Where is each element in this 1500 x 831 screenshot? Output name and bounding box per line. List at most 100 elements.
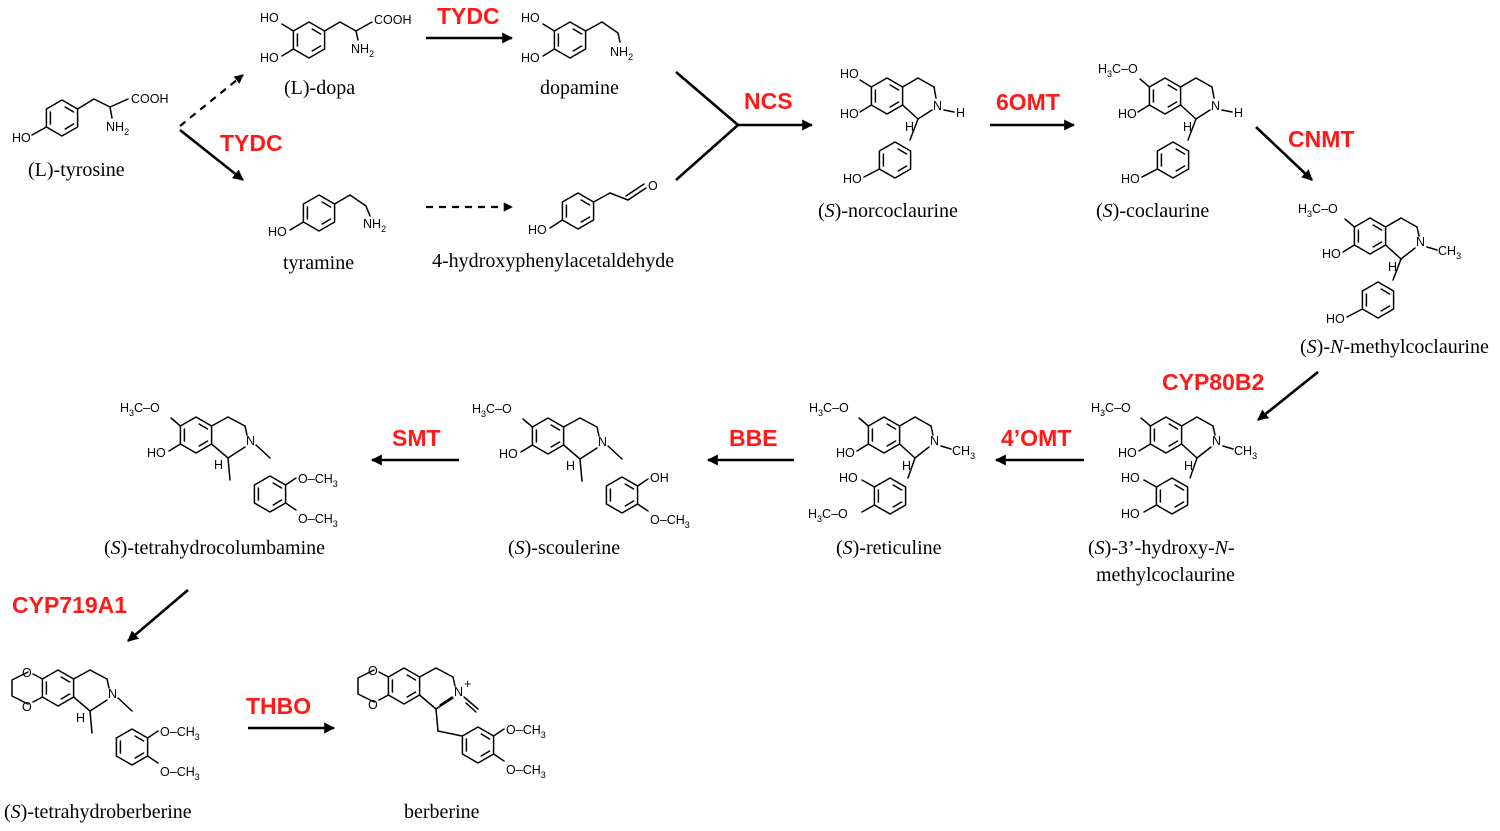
structure-tetrahydrocolumbamine: H3C–O HO N H O–CH3 O–CH3 [120, 401, 338, 529]
atom-label: O–CH3 [650, 513, 690, 530]
atom-label: HO [260, 11, 279, 25]
atom-label: N [454, 685, 463, 699]
atom-label: H3C–O [1091, 401, 1131, 418]
atom-label: HO [843, 172, 862, 186]
atom-label: O [648, 179, 658, 193]
structure-tetrahydroberberine: O O N H O–CH3 O–CH3 [11, 666, 200, 782]
enzyme-ncs: NCS [744, 88, 793, 114]
atom-label: HO [840, 67, 859, 81]
atom-label: HO [1121, 507, 1140, 521]
atom-label: HO [839, 471, 858, 485]
atom-label: HO [521, 51, 540, 65]
arrow-coclaurine-to-n-methylcoclaurine [1255, 126, 1313, 181]
atom-label: N [108, 687, 117, 701]
enzyme-4omt: 4’OMT [1001, 425, 1071, 451]
arrow-tyrosine-to-dopa [179, 74, 244, 127]
enzyme-6omt: 6OMT [996, 89, 1060, 115]
structure-berberine: O O N + O–CH3 O–CH3 [357, 664, 546, 780]
compound-name-coclaurine: (S)-coclaurine [1096, 200, 1209, 222]
enzyme-tydc-left: TYDC [220, 130, 283, 156]
atom-label: H3C–O [1298, 202, 1338, 219]
atom-label: H [76, 711, 85, 725]
atom-label: H [1183, 120, 1192, 134]
compound-name-tetrahydrocolumbamine: (S)-tetrahydrocolumbamine [104, 537, 325, 559]
arrow-n-methylcoclaurine-to-3-hydroxy [1257, 370, 1319, 422]
enzyme-bbe: BBE [729, 425, 778, 451]
atom-label: COOH [374, 13, 412, 27]
enzyme-tydc-top: TYDC [437, 3, 500, 29]
atom-label: H [214, 458, 223, 472]
atom-label: H3C–O [1098, 62, 1138, 79]
enzyme-smt: SMT [392, 425, 441, 451]
atom-label: CH3 [1438, 244, 1461, 261]
atom-label: OH [650, 471, 669, 485]
enzyme-cyp80b2: CYP80B2 [1162, 369, 1264, 395]
atom-label: HO [147, 446, 166, 460]
atom-label: HO [1121, 172, 1140, 186]
atom-label: H [1234, 106, 1243, 120]
structure-hpaa: HO O [528, 179, 658, 237]
atom-label: N [933, 99, 942, 113]
structure-tyrosine: HO COOH NH2 [12, 92, 169, 145]
structure-n-methylcoclaurine: H3C–O HO N CH3 H HO [1298, 202, 1461, 326]
atom-label: O–CH3 [298, 472, 338, 489]
atom-label: N [598, 435, 607, 449]
atom-label: HO [1118, 446, 1137, 460]
structure-reticuline: H3C–O HO N CH3 H HO H3C–O [808, 401, 975, 524]
atom-label: HO [1322, 247, 1341, 261]
atom-label: H3C–O [808, 507, 848, 524]
atom-label: NH2 [106, 120, 129, 137]
structure-3-hydroxy-n-methylcoclaurine: H3C–O HO N CH3 H HO HO [1091, 401, 1257, 521]
compound-name-dopamine: dopamine [540, 77, 619, 99]
compound-name-tyramine: tyramine [283, 252, 354, 274]
arrow-hpaa-to-ncs [675, 124, 739, 181]
atom-label: CH3 [952, 444, 975, 461]
compound-name-dopa: (L)-dopa [284, 77, 355, 99]
atom-label: CH3 [1234, 444, 1257, 461]
atom-label: N [1212, 434, 1221, 448]
compound-name-reticuline: (S)-reticuline [836, 537, 942, 559]
arrow-dopamine-to-ncs [675, 71, 739, 126]
atom-label: HO [528, 223, 547, 237]
structure-scoulerine: H3C–O HO N H OH O–CH3 [472, 402, 690, 530]
atom-label: H [956, 106, 965, 120]
atom-label: O [22, 666, 32, 680]
atom-label: N [1211, 99, 1220, 113]
atom-label: HO [521, 11, 540, 25]
atom-label: O–CH3 [298, 512, 338, 529]
arrow-tyrosine-to-tyramine [179, 128, 244, 182]
compound-name-3-hydroxy-n-methylcoclaurine-line2: methylcoclaurine [1096, 564, 1235, 586]
structure-coclaurine: H3C–O HO N H H HO [1098, 62, 1243, 186]
atom-label: HO [1121, 471, 1140, 485]
atom-label: O–CH3 [506, 723, 546, 740]
compound-name-norcoclaurine: (S)-norcoclaurine [818, 200, 958, 222]
atom-label: N [1416, 235, 1425, 249]
atom-label: HO [840, 107, 859, 121]
structure-dopa: HO HO COOH NH2 [260, 11, 412, 65]
compound-name-hpaa: 4-hydroxyphenylacetaldehyde [432, 250, 674, 272]
atom-label: N [246, 434, 255, 448]
atom-label: HO [268, 225, 287, 239]
atom-label: HO [499, 447, 518, 461]
atom-label: O [368, 698, 378, 712]
atom-label: H [905, 120, 914, 134]
atom-label: HO [12, 131, 31, 145]
atom-label: NH2 [610, 45, 633, 62]
compound-name-tetrahydroberberine: (S)-tetrahydroberberine [4, 801, 192, 823]
atom-label: + [464, 677, 471, 691]
atom-label: HO [260, 51, 279, 65]
atom-label: NH2 [351, 42, 374, 59]
compound-name-tyrosine: (L)-tyrosine [28, 159, 125, 181]
atom-label: COOH [131, 92, 169, 106]
atom-label: H [902, 459, 911, 473]
structure-norcoclaurine: HO HO N H H HO [840, 67, 965, 186]
enzyme-thbo: THBO [246, 693, 311, 719]
atom-label: NH2 [363, 217, 386, 234]
atom-label: N [930, 434, 939, 448]
enzyme-cyp719a1: CYP719A1 [12, 592, 127, 618]
compound-name-scoulerine: (S)-scoulerine [508, 537, 620, 559]
atom-label: H [566, 459, 575, 473]
atom-label: HO [1326, 312, 1345, 326]
atom-label: O–CH3 [160, 765, 200, 782]
